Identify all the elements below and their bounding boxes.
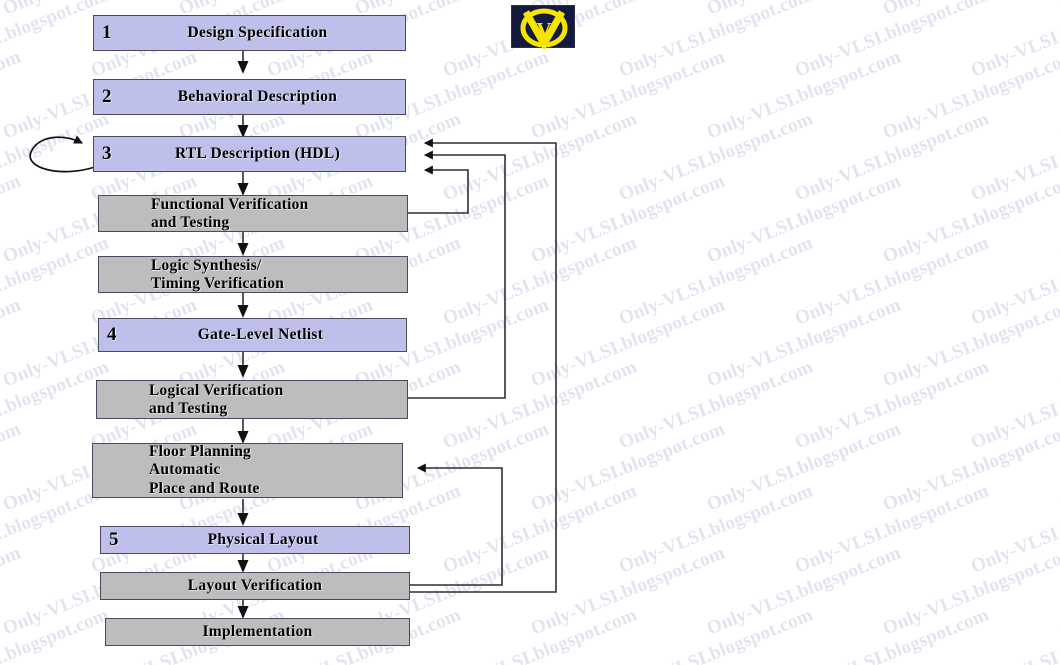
step-number: 2 — [102, 86, 112, 108]
feedback-functional-verification-to-rtl — [408, 165, 469, 214]
step-label: Gate-Level Netlist — [197, 326, 324, 344]
watermark-text: Only-VLSI.blogspot.com — [792, 356, 992, 454]
step-number: 3 — [102, 143, 112, 165]
watermark-text: Only-VLSI.blogspot.com — [616, 480, 816, 578]
watermark-text: Only-VLSI.blogspot.com — [880, 418, 1060, 516]
step-box-layout-verification[interactable]: Layout Verification — [100, 572, 410, 600]
step-label: Logic Synthesis/ Timing Verification — [151, 257, 285, 292]
watermark-text: Only-VLSI.blogspot.com — [1056, 418, 1060, 516]
watermark-text: Only-VLSI.blogspot.com — [968, 232, 1060, 330]
watermark-text: Only-VLSI.blogspot.com — [1056, 542, 1060, 640]
watermark-text: Only-VLSI.blogspot.com — [1056, 294, 1060, 392]
watermark-text: Only-VLSI.blogspot.com — [0, 232, 112, 330]
step-label: Physical Layout — [207, 531, 319, 549]
step-box-design-specification[interactable]: 1 Design Specification — [93, 15, 406, 51]
watermark-text: Only-VLSI.blogspot.com — [0, 46, 24, 144]
step-label: Floor Planning Automatic Place and Route — [149, 443, 260, 497]
step-box-logic-synthesis[interactable]: Logic Synthesis/ Timing Verification — [98, 256, 408, 293]
feedback-logical-verification-to-rtl — [408, 150, 506, 399]
watermark-text: Only-VLSI.blogspot.com — [968, 604, 1060, 665]
watermark-text: Only-VLSI.blogspot.com — [704, 294, 904, 392]
watermark-text: Only-VLSI.blogspot.com — [880, 294, 1060, 392]
watermark-text: Only-VLSI.blogspot.com — [528, 542, 728, 640]
step-box-gate-level-netlist[interactable]: 4 Gate-Level Netlist — [98, 318, 407, 352]
watermark-text: Only-VLSI.blogspot.com — [0, 418, 24, 516]
step-box-behavioral-description[interactable]: 2 Behavioral Description — [93, 79, 406, 115]
watermark-text: Only-VLSI.blogspot.com — [704, 542, 904, 640]
watermark-text: Only-VLSI.blogspot.com — [0, 294, 24, 392]
vlsi-v-logo: V — [511, 5, 575, 52]
watermark-text: Only-VLSI.blogspot.com — [968, 356, 1060, 454]
watermark-text: Only-VLSI.blogspot.com — [968, 480, 1060, 578]
watermark-text: Only-VLSI.blogspot.com — [792, 0, 992, 82]
watermark-text: Only-VLSI.blogspot.com — [792, 108, 992, 206]
watermark-text: Only-VLSI.blogspot.com — [880, 46, 1060, 144]
watermark-text: Only-VLSI.blogspot.com — [528, 170, 728, 268]
watermark-text: Only-VLSI.blogspot.com — [616, 356, 816, 454]
watermark-text: Only-VLSI.blogspot.com — [440, 604, 640, 665]
step-number: 1 — [102, 22, 112, 44]
step-box-floor-planning[interactable]: Floor Planning Automatic Place and Route — [92, 443, 403, 498]
watermark-text: Only-VLSI.blogspot.com — [704, 46, 904, 144]
watermark-text: Only-VLSI.blogspot.com — [792, 480, 992, 578]
step-box-implementation[interactable]: Implementation — [105, 618, 410, 646]
feedback-layout-verification-to-rtl — [410, 138, 557, 593]
watermark-text: Only-VLSI.blogspot.com — [440, 480, 640, 578]
watermark-text: Only-VLSI.blogspot.com — [792, 232, 992, 330]
step-box-rtl-description[interactable]: 3 RTL Description (HDL) — [93, 136, 406, 172]
watermark-text: Only-VLSI.blogspot.com — [616, 604, 816, 665]
watermark-text: Only-VLSI.blogspot.com — [0, 604, 112, 665]
logo-mark-icon: V — [520, 8, 568, 52]
watermark-text: Only-VLSI.blogspot.com — [880, 542, 1060, 640]
watermark-text: Only-VLSI.blogspot.com — [440, 356, 640, 454]
logo-letter: V — [536, 18, 551, 42]
watermark-text: Only-VLSI.blogspot.com — [1056, 0, 1060, 20]
watermark-text: Only-VLSI.blogspot.com — [616, 232, 816, 330]
step-label: Logical Verification and Testing — [149, 382, 284, 417]
watermark-text: Only-VLSI.blogspot.com — [704, 418, 904, 516]
watermark-text: Only-VLSI.blogspot.com — [704, 170, 904, 268]
watermark-text: Only-VLSI.blogspot.com — [0, 542, 24, 640]
watermark-text: Only-VLSI.blogspot.com — [528, 46, 728, 144]
watermark-text: Only-VLSI.blogspot.com — [968, 108, 1060, 206]
watermark-text: Only-VLSI.blogspot.com — [440, 232, 640, 330]
watermark-text: Only-VLSI.blogspot.com — [968, 0, 1060, 82]
watermark-text: Only-VLSI.blogspot.com — [0, 0, 24, 20]
watermark-text: Only-VLSI.blogspot.com — [528, 418, 728, 516]
step-box-physical-layout[interactable]: 5 Physical Layout — [100, 526, 410, 554]
step-label: Functional Verification and Testing — [151, 196, 309, 231]
self-loop-rtl-iteration — [29, 135, 96, 173]
step-box-functional-verification[interactable]: Functional Verification and Testing — [98, 195, 408, 232]
step-label: Design Specification — [187, 24, 328, 42]
watermark-text: Only-VLSI.blogspot.com — [0, 170, 24, 268]
watermark-text: Only-VLSI.blogspot.com — [616, 108, 816, 206]
step-number: 5 — [109, 529, 119, 551]
watermark-text: Only-VLSI.blogspot.com — [528, 294, 728, 392]
watermark-text: Only-VLSI.blogspot.com — [616, 0, 816, 82]
watermark-text: Only-VLSI.blogspot.com — [792, 604, 992, 665]
step-box-logical-verification[interactable]: Logical Verification and Testing — [96, 380, 408, 419]
step-label: Layout Verification — [187, 577, 323, 595]
step-number: 4 — [107, 324, 117, 346]
step-label: Behavioral Description — [177, 88, 338, 106]
watermark-text: Only-VLSI.blogspot.com — [880, 170, 1060, 268]
watermark-text: Only-VLSI.blogspot.com — [1056, 170, 1060, 268]
watermark-text: Only-VLSI.blogspot.com — [704, 0, 904, 20]
watermark-text: Only-VLSI.blogspot.com — [880, 0, 1060, 20]
watermark-text: Only-VLSI.blogspot.com — [1056, 46, 1060, 144]
step-label: Implementation — [202, 623, 313, 641]
feedback-layout-verification-to-floor-planning — [410, 463, 503, 586]
watermark-text: Only-VLSI.blogspot.com — [440, 108, 640, 206]
step-label: RTL Description (HDL) — [174, 145, 341, 163]
